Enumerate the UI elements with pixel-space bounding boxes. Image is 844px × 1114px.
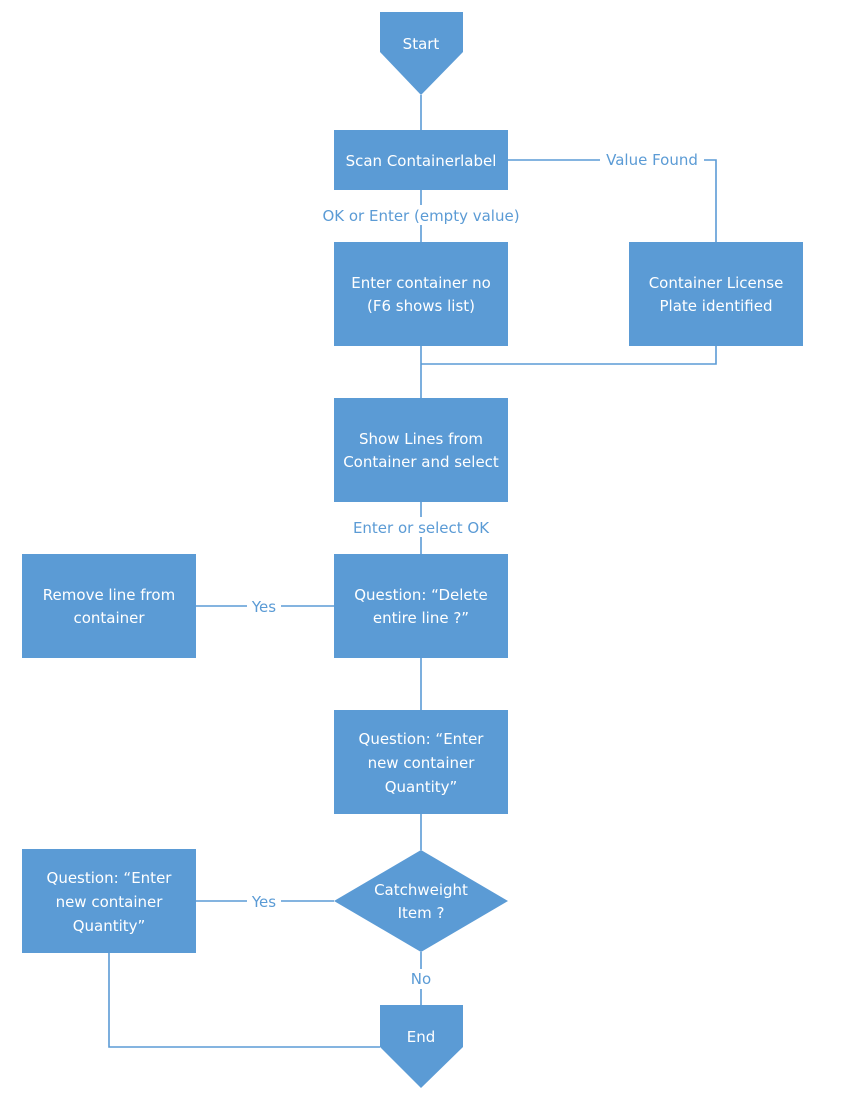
qty-question-label-line-2: new container xyxy=(368,754,476,772)
qty-question-label-line-3: Quantity” xyxy=(385,778,458,796)
cw-qty-question-label-line-2: new container xyxy=(56,893,164,911)
cw-qty-question-node: Question: “Enter new container Quantity” xyxy=(22,849,196,953)
license-plate-label-line-2: Plate identified xyxy=(660,297,773,315)
edge-label-value-found: Value Found xyxy=(606,151,698,169)
catchweight-decision-node: Catchweight Item ? xyxy=(334,850,508,952)
show-lines-label-line-2: Container and select xyxy=(343,453,499,471)
edge-label-catchweight-no: No xyxy=(411,970,431,988)
remove-line-node: Remove line from container xyxy=(22,554,196,658)
enter-container-label-line-1: Enter container no xyxy=(351,274,491,292)
catchweight-label-line-2: Item ? xyxy=(398,904,445,922)
enter-container-label-line-2: (F6 shows list) xyxy=(367,297,475,315)
remove-line-label-line-1: Remove line from xyxy=(43,586,175,604)
connector-scan-to-license-plate xyxy=(508,159,717,242)
edge-label-catchweight-yes: Yes xyxy=(251,893,276,911)
edge-label-delete-yes: Yes xyxy=(251,598,276,616)
connector-license-plate-to-merge xyxy=(421,346,717,365)
connectors xyxy=(108,95,717,1048)
remove-line-label-line-2: container xyxy=(73,609,145,627)
connector-cw-qty-question-to-end xyxy=(108,953,380,1048)
qty-question-node: Question: “Enter new container Quantity” xyxy=(334,710,508,814)
scan-containerlabel-node: Scan Containerlabel xyxy=(334,130,508,190)
edge-label-enter-or-select: Enter or select OK xyxy=(353,519,490,537)
delete-question-label-line-1: Question: “Delete xyxy=(354,586,488,604)
scan-containerlabel-label: Scan Containerlabel xyxy=(346,152,497,170)
license-plate-node: Container License Plate identified xyxy=(629,242,803,346)
license-plate-label-line-1: Container License xyxy=(649,274,784,292)
show-lines-label-line-1: Show Lines from xyxy=(359,430,483,448)
qty-question-label-line-1: Question: “Enter xyxy=(359,730,485,748)
delete-question-node: Question: “Delete entire line ?” xyxy=(334,554,508,658)
enter-container-node: Enter container no (F6 shows list) xyxy=(334,242,508,346)
delete-question-label-line-2: entire line ?” xyxy=(373,609,469,627)
edge-labels: Value Found OK or Enter (empty value) En… xyxy=(247,150,704,989)
show-lines-node: Show Lines from Container and select xyxy=(334,398,508,502)
start-label: Start xyxy=(403,35,440,53)
end-node: End xyxy=(380,1005,463,1088)
end-label: End xyxy=(407,1028,436,1046)
start-node: Start xyxy=(380,12,463,95)
cw-qty-question-label-line-3: Quantity” xyxy=(73,917,146,935)
cw-qty-question-label-line-1: Question: “Enter xyxy=(47,869,173,887)
catchweight-label-line-1: Catchweight xyxy=(374,881,468,899)
edge-label-ok-or-enter: OK or Enter (empty value) xyxy=(322,207,519,225)
